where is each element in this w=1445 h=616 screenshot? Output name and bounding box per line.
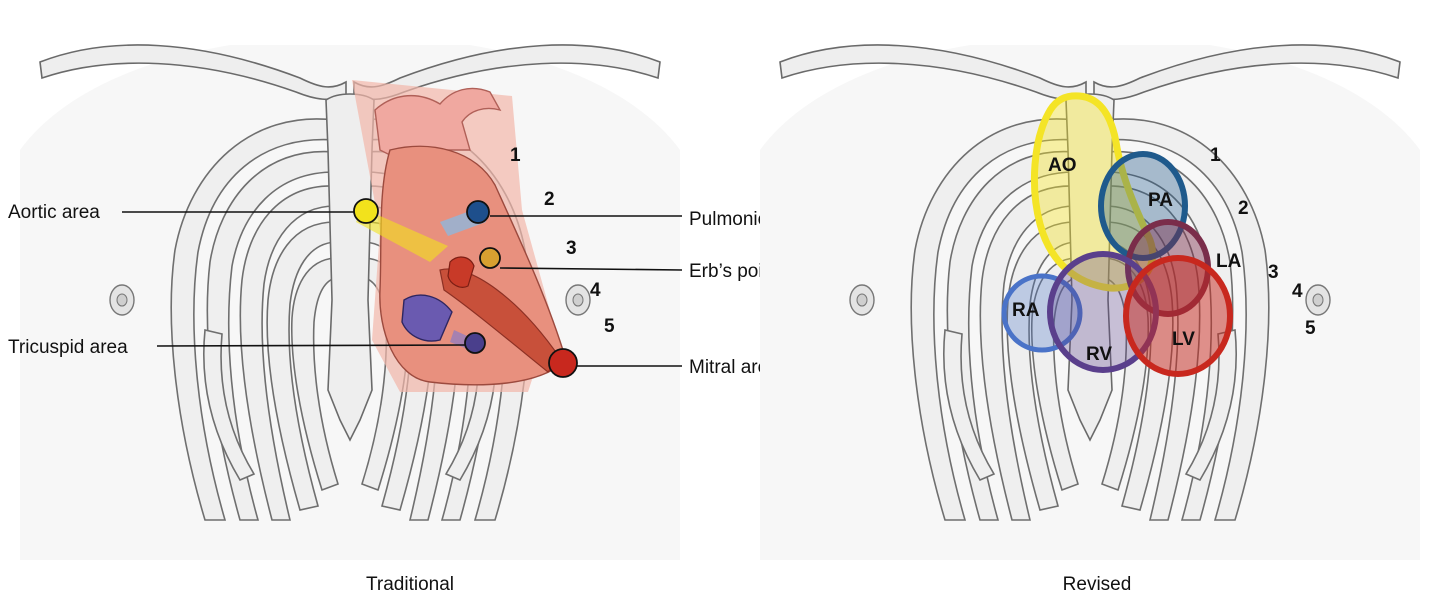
revised-rib-number-2: 2 bbox=[1238, 198, 1249, 219]
aortic-area-marker bbox=[354, 199, 378, 223]
revised-rib-number-4: 4 bbox=[1292, 281, 1303, 302]
rib-number-2: 2 bbox=[544, 189, 555, 210]
traditional-caption: Traditional bbox=[366, 574, 454, 595]
traditional-panel: Aortic area Pulmonic area Erb’s point Tr… bbox=[8, 45, 811, 595]
rv-label: RV bbox=[1086, 344, 1112, 365]
erbs-point-marker bbox=[480, 248, 500, 268]
la-label: LA bbox=[1216, 251, 1242, 272]
tricuspid-leader bbox=[157, 345, 465, 346]
rib-number-5: 5 bbox=[604, 316, 615, 337]
pa-label: PA bbox=[1148, 190, 1173, 211]
lv-region bbox=[1126, 258, 1230, 374]
rib-number-3: 3 bbox=[566, 238, 577, 259]
mitral-area-marker bbox=[549, 349, 577, 377]
tricuspid-area-marker bbox=[465, 333, 485, 353]
pulmonic-area-marker bbox=[467, 201, 489, 223]
lv-label: LV bbox=[1172, 329, 1195, 350]
rib-number-4: 4 bbox=[590, 280, 601, 301]
tricuspid-area-label: Tricuspid area bbox=[8, 337, 128, 358]
revised-caption: Revised bbox=[1063, 574, 1132, 595]
ao-label: AO bbox=[1048, 155, 1077, 176]
revised-rib-number-1: 1 bbox=[1210, 145, 1221, 166]
thorax-illustration-left bbox=[20, 45, 680, 560]
rib-number-1: 1 bbox=[510, 145, 521, 166]
ra-label: RA bbox=[1012, 300, 1040, 321]
aortic-area-label: Aortic area bbox=[8, 202, 100, 223]
revised-rib-number-3: 3 bbox=[1268, 262, 1279, 283]
revised-rib-number-5: 5 bbox=[1305, 318, 1316, 339]
revised-panel: AO PA LA RA RV LV 1 2 3 4 5 Revised bbox=[760, 45, 1420, 595]
